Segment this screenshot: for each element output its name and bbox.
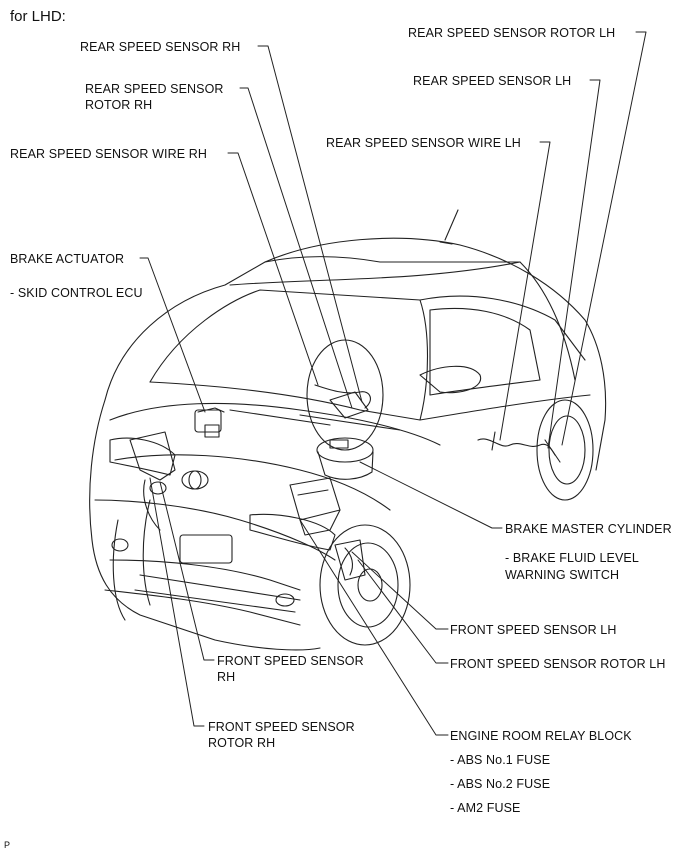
label-engine-room-relay-block: ENGINE ROOM RELAY BLOCK — [450, 729, 632, 743]
label-front-speed-sensor-rh-line1: FRONT SPEED SENSOR — [217, 654, 364, 668]
label-front-speed-sensor-rotor-rh-line1: FRONT SPEED SENSOR — [208, 720, 355, 734]
leader-brake-master-cylinder — [359, 461, 503, 529]
car-body — [89, 209, 607, 651]
leader-front-speed-sensor-rotor-rh — [149, 477, 205, 727]
leader-rear-speed-sensor-lh — [547, 79, 601, 449]
label-rear-speed-sensor-rh: REAR SPEED SENSOR RH — [80, 40, 241, 54]
rear-left-wheel — [536, 399, 594, 501]
leader-rear-speed-sensor-wire-lh — [499, 141, 551, 441]
label-rear-speed-sensor-wire-lh: REAR SPEED SENSOR WIRE LH — [326, 136, 521, 150]
figure-code: P — [4, 840, 11, 850]
label-abs-no1-fuse: - ABS No.1 FUSE — [450, 753, 551, 767]
leader-front-speed-sensor-rotor-lh — [357, 559, 449, 664]
leader-rear-speed-sensor-rotor-rh — [239, 87, 353, 409]
label-abs-no2-fuse: - ABS No.2 FUSE — [450, 777, 551, 791]
rear-rh-sensor-unit — [314, 384, 371, 419]
leader-engine-room-relay-block — [299, 519, 449, 736]
brake-master-cylinder-unit — [316, 437, 374, 480]
label-am2-fuse: - AM2 FUSE — [450, 801, 521, 815]
leader-lines — [139, 31, 647, 736]
label-rear-speed-sensor-rotor-lh: REAR SPEED SENSOR ROTOR LH — [408, 26, 616, 40]
leader-rear-speed-sensor-rh — [257, 45, 363, 403]
label-skid-control-ecu: - SKID CONTROL ECU — [10, 286, 143, 300]
label-brake-master-cylinder: BRAKE MASTER CYLINDER — [505, 522, 672, 536]
leader-rear-speed-sensor-wire-rh — [227, 152, 319, 386]
front-left-wheel — [319, 524, 411, 646]
label-rear-speed-sensor-rotor-rh-line1: REAR SPEED SENSOR — [85, 82, 224, 96]
label-front-speed-sensor-rotor-rh-line2: ROTOR RH — [208, 736, 276, 750]
leader-front-speed-sensor-rh — [159, 481, 215, 661]
leader-brake-actuator — [139, 257, 206, 413]
front-lh-sensor-unit — [334, 539, 366, 581]
engine-room-relay-block-unit — [289, 477, 341, 536]
label-brake-fluid-level-line2: WARNING SWITCH — [505, 568, 620, 582]
front-rh-sensor-unit — [129, 431, 176, 531]
label-rear-speed-sensor-rotor-rh-line2: ROTOR RH — [85, 98, 153, 112]
label-front-speed-sensor-lh: FRONT SPEED SENSOR LH — [450, 623, 617, 637]
label-front-speed-sensor-rh-line2: RH — [217, 670, 236, 684]
front-right-wheel — [112, 499, 151, 621]
leader-front-speed-sensor-lh — [351, 551, 449, 630]
leader-rear-speed-sensor-rotor-lh — [561, 31, 647, 446]
rear-right-wheel — [306, 339, 384, 451]
rear-lh-sensor-wire-unit — [477, 431, 561, 463]
diagram-header: for LHD: — [10, 8, 66, 25]
brake-actuator-unit — [194, 407, 225, 438]
label-brake-actuator: BRAKE ACTUATOR — [10, 252, 125, 266]
label-front-speed-sensor-rotor-lh: FRONT SPEED SENSOR ROTOR LH — [450, 657, 666, 671]
label-rear-speed-sensor-lh: REAR SPEED SENSOR LH — [413, 74, 572, 88]
label-rear-speed-sensor-wire-rh: REAR SPEED SENSOR WIRE RH — [10, 147, 207, 161]
label-brake-fluid-level-line1: - BRAKE FLUID LEVEL — [505, 551, 639, 565]
